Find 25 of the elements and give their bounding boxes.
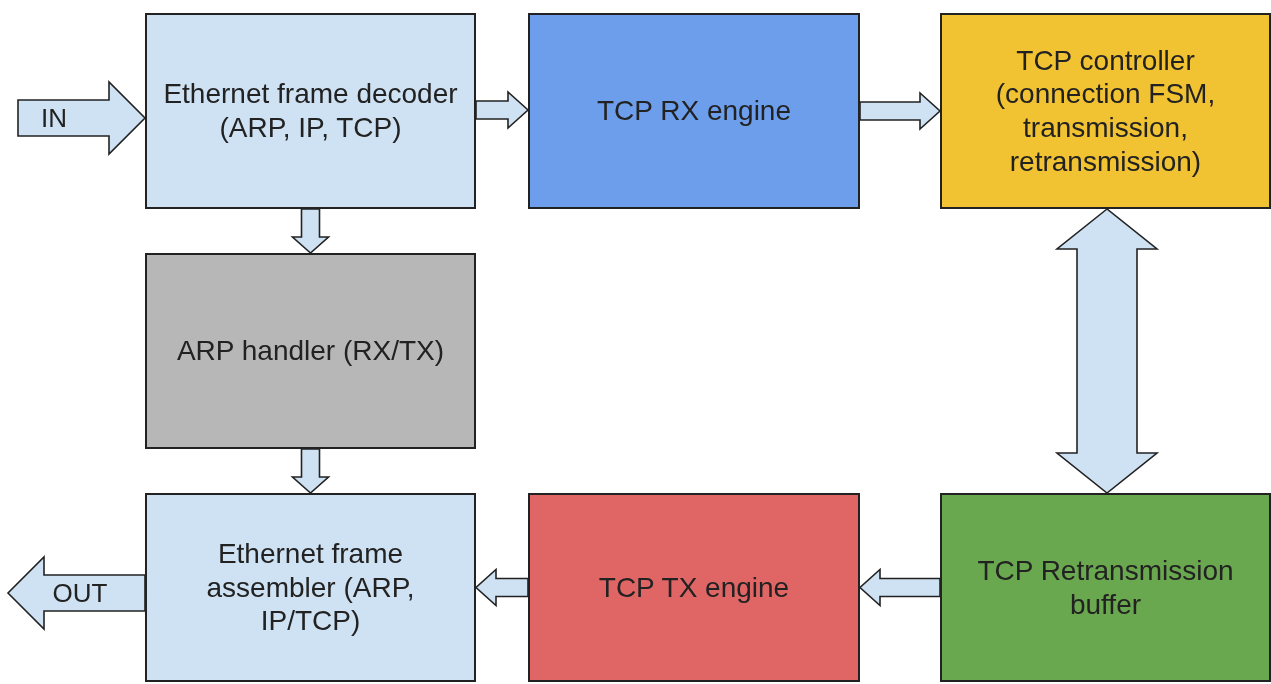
block-arrow bbox=[290, 448, 331, 495]
block-arrow bbox=[1054, 207, 1160, 495]
process-box bbox=[145, 493, 476, 682]
process-box bbox=[528, 13, 860, 209]
box-label: Ethernet frame decoder (ARP, IP, TCP) bbox=[162, 77, 459, 145]
box-label: TCP RX engine bbox=[597, 94, 791, 128]
block-arrow bbox=[17, 80, 147, 156]
edge-label: IN bbox=[41, 105, 67, 131]
block-arrow bbox=[474, 567, 529, 608]
process-box bbox=[145, 253, 476, 449]
process-box bbox=[940, 493, 1271, 682]
block-arrow bbox=[6, 555, 146, 631]
box-label: TCP controller (connection FSM, transmission, retransmission) bbox=[994, 43, 1217, 179]
box-label: ARP handler (RX/TX) bbox=[176, 334, 445, 368]
block-arrow bbox=[858, 567, 941, 608]
edge-label: OUT bbox=[52, 580, 108, 606]
box-label: TCP TX engine bbox=[598, 570, 790, 605]
box-label: TCP Retransmission buffer bbox=[976, 553, 1235, 622]
block-arrow bbox=[475, 90, 530, 130]
block-arrow bbox=[290, 208, 331, 255]
process-box bbox=[528, 493, 860, 682]
block-arrow bbox=[859, 91, 942, 131]
box-label: Ethernet frame assembler (ARP, IP/TCP) bbox=[205, 537, 416, 638]
process-box bbox=[145, 13, 476, 209]
process-box bbox=[940, 13, 1271, 209]
